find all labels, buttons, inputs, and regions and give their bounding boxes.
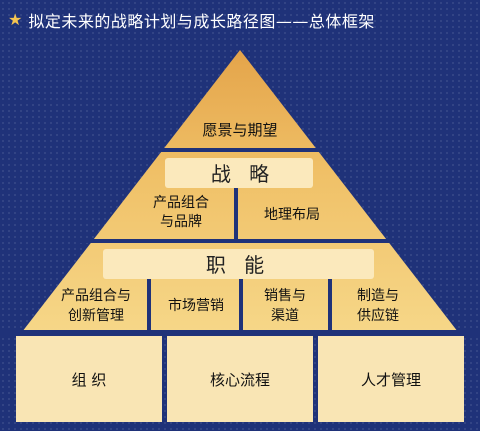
function-band <box>103 249 374 279</box>
strategy-item-2-label: 地理布局 <box>264 207 320 223</box>
strategy-item-1-line1: 产品组合 <box>153 195 209 211</box>
foundation-item-2-label: 核心流程 <box>210 371 270 389</box>
strategy-band <box>165 158 313 188</box>
foundation-item-1-label: 组 织 <box>72 371 107 389</box>
foundation-box-3 <box>318 336 464 422</box>
function-item-3-line2: 渠道 <box>271 308 299 324</box>
foundation-item-3-label: 人才管理 <box>361 371 421 389</box>
foundation-box-1 <box>16 336 162 422</box>
star-icon: ★ <box>8 10 23 29</box>
foundation-row <box>16 336 464 422</box>
header: ★ 拟定未来的战略计划与成长路径图——总体框架 <box>8 6 375 34</box>
foundation-box-2 <box>167 336 313 422</box>
function-item-1-line1: 产品组合与 <box>61 288 131 304</box>
function-item-3-line1: 销售与 <box>264 288 306 304</box>
vision-label: 愿景与期望 <box>202 121 277 139</box>
function-item-4-line2: 供应链 <box>357 307 399 324</box>
strategy-item-1-line2: 与品牌 <box>160 213 202 230</box>
function-item-1-line2: 创新管理 <box>68 308 124 324</box>
strategy-band-label: 战 略 <box>211 162 275 186</box>
function-band-label: 职 能 <box>206 253 270 277</box>
pyramid-column-dividers <box>147 186 332 332</box>
page-title: 拟定未来的战略计划与成长路径图——总体框架 <box>28 12 375 31</box>
function-item-4-line1: 制造与 <box>357 288 399 304</box>
function-item-2-label: 市场营销 <box>168 297 224 314</box>
